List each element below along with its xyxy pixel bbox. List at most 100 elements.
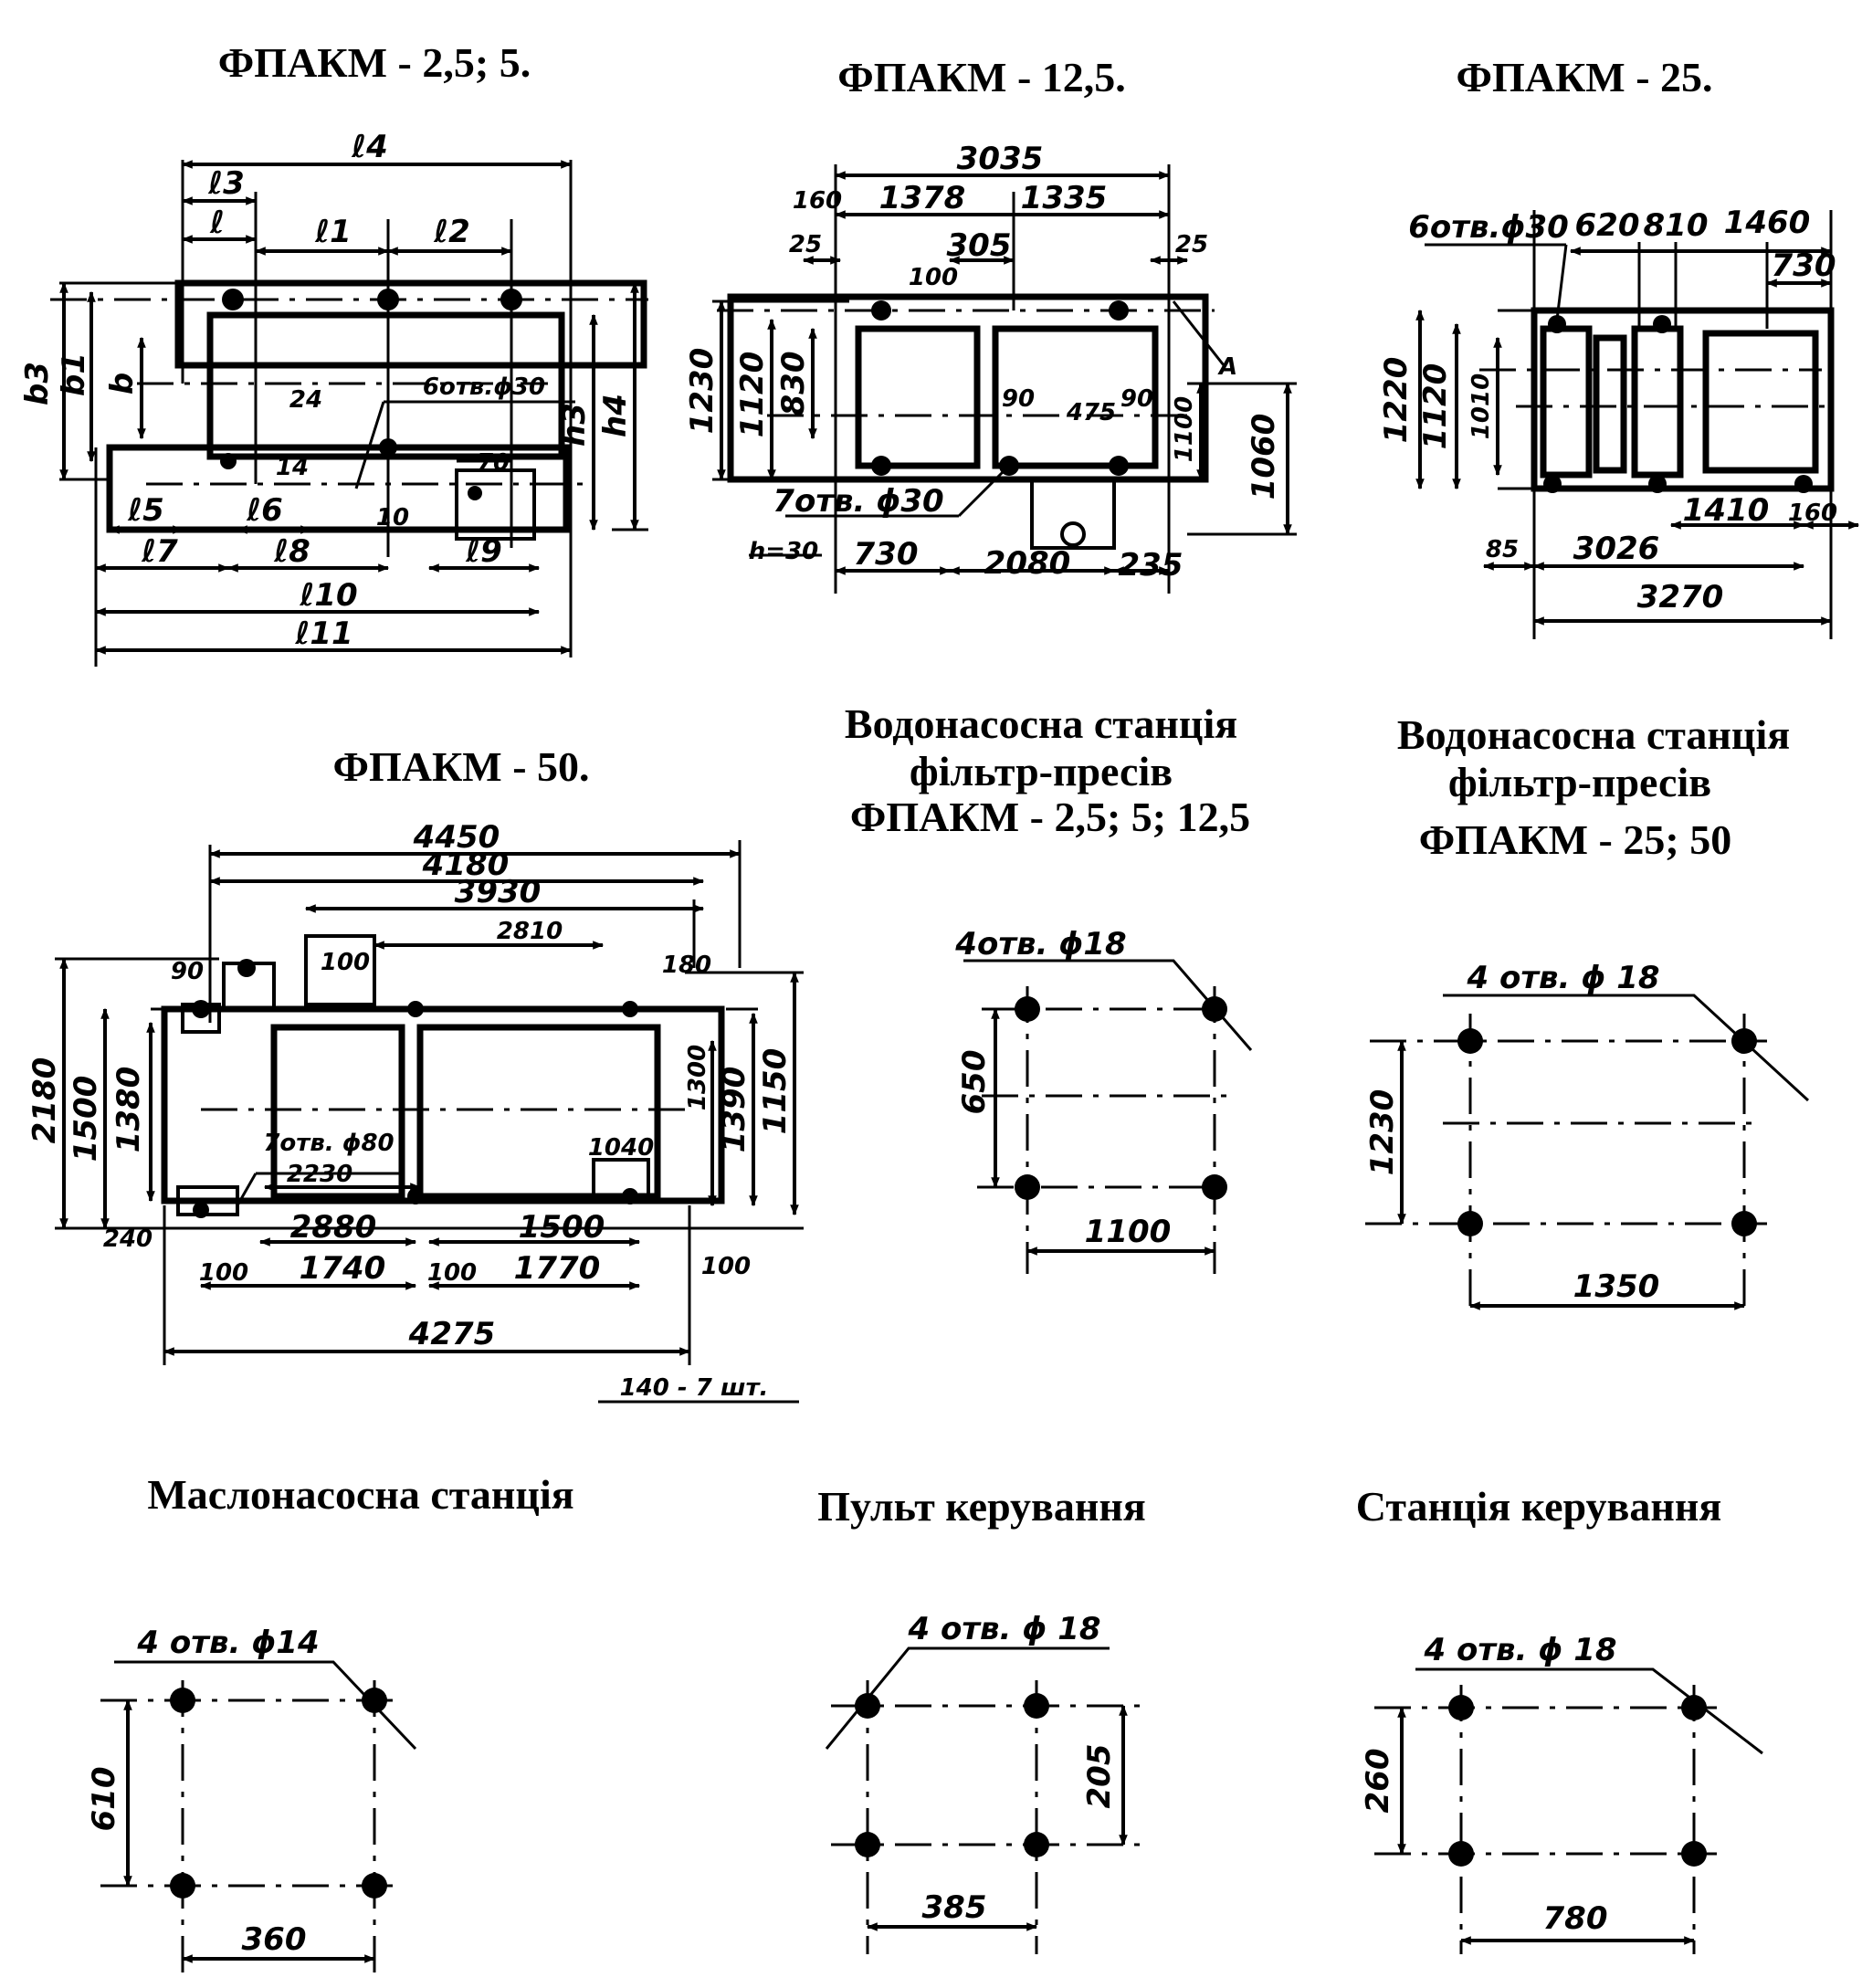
water-small-holes: 4отв. ϕ18 bbox=[954, 926, 1126, 962]
dim-160-25: 160 bbox=[1788, 500, 1837, 527]
dim-l: ℓ bbox=[209, 205, 225, 241]
dim-1100-12-5: 1100 bbox=[1171, 396, 1198, 462]
dim-25-left: 25 bbox=[789, 231, 822, 258]
title-fpakm-25: ФПАКМ - 25. bbox=[1456, 54, 1712, 100]
dim-l8: ℓ8 bbox=[273, 533, 310, 570]
fpakm-50-holes: 7отв. ϕ80 bbox=[263, 1130, 394, 1157]
dim-3930: 3930 bbox=[455, 874, 542, 910]
fpakm-2-5-holes: 6отв.ϕ30 bbox=[423, 373, 545, 401]
dim-4450: 4450 bbox=[413, 819, 500, 856]
drawing-fpakm-50 bbox=[55, 840, 804, 1404]
dim-730-12-5: 730 bbox=[854, 536, 919, 573]
dim-810: 810 bbox=[1644, 207, 1709, 244]
drawing-water-large bbox=[1365, 994, 1810, 1315]
dim-70: 70 bbox=[477, 449, 510, 477]
dim-l9: ℓ9 bbox=[465, 533, 502, 570]
water-large-width: 1350 bbox=[1573, 1268, 1660, 1305]
dim-a: А bbox=[1217, 353, 1237, 381]
drawing-fpakm-12-5 bbox=[712, 164, 1297, 594]
dim-1060: 1060 bbox=[1246, 414, 1282, 500]
dim-1460: 1460 bbox=[1724, 205, 1811, 241]
dim-240: 240 bbox=[103, 1225, 153, 1253]
dim-100-b: 100 bbox=[427, 1259, 477, 1287]
control-station-width: 780 bbox=[1543, 1900, 1608, 1937]
dim-305: 305 bbox=[947, 227, 1012, 264]
dim-b3: b3 bbox=[19, 362, 56, 405]
dim-25-right: 25 bbox=[1175, 231, 1208, 258]
control-station-holes: 4 отв. ϕ 18 bbox=[1423, 1632, 1616, 1668]
title-water-large-line2: фільтр-пресів bbox=[1448, 759, 1711, 805]
dim-90-50: 90 bbox=[171, 958, 204, 985]
title-control-station: Станція керування bbox=[1356, 1483, 1721, 1530]
title-fpakm-12-5: ФПАКМ - 12,5. bbox=[837, 54, 1126, 100]
drawing-oil-station bbox=[100, 1660, 417, 1977]
dim-90-right: 90 bbox=[1120, 385, 1153, 413]
title-water-small-line1: Водонасосна станція bbox=[845, 700, 1237, 747]
water-large-holes: 4 отв. ϕ 18 bbox=[1466, 960, 1659, 996]
dim-3270: 3270 bbox=[1637, 579, 1724, 615]
dim-100-a: 100 bbox=[199, 1259, 248, 1287]
dim-l2: ℓ2 bbox=[433, 214, 470, 250]
dim-1380: 1380 bbox=[110, 1067, 147, 1153]
dim-l11: ℓ11 bbox=[294, 615, 352, 652]
dim-1500-bottom: 1500 bbox=[519, 1209, 605, 1246]
drawing-fpakm-25 bbox=[1415, 210, 1860, 639]
title-water-small-line3: ФПАКМ - 2,5; 5; 12,5 bbox=[850, 794, 1250, 840]
dim-475: 475 bbox=[1066, 399, 1116, 426]
control-station-height: 260 bbox=[1360, 1749, 1396, 1814]
dim-2880: 2880 bbox=[290, 1209, 377, 1246]
dim-1040: 1040 bbox=[588, 1134, 654, 1162]
dim-1390: 1390 bbox=[716, 1067, 752, 1153]
title-water-large-line3: ФПАКМ - 25; 50 bbox=[1419, 816, 1731, 863]
dim-2080: 2080 bbox=[984, 545, 1071, 582]
dim-1120-12-5: 1120 bbox=[734, 352, 771, 438]
dim-1230-12-5: 1230 bbox=[684, 348, 721, 435]
dim-1150: 1150 bbox=[757, 1048, 794, 1135]
dim-100: 100 bbox=[909, 264, 958, 291]
oil-station-height: 610 bbox=[86, 1767, 122, 1832]
dim-1500: 1500 bbox=[68, 1076, 104, 1162]
fpakm-12-5-holes: 7отв. ϕ30 bbox=[773, 483, 943, 520]
dim-l4: ℓ4 bbox=[351, 129, 388, 165]
dim-100-c: 100 bbox=[701, 1253, 751, 1280]
dim-4180: 4180 bbox=[422, 847, 510, 883]
fpakm-50-note: 140 - 7 шт. bbox=[620, 1374, 769, 1402]
dim-1220: 1220 bbox=[1378, 357, 1415, 444]
dim-14: 14 bbox=[276, 454, 309, 481]
dim-l10: ℓ10 bbox=[299, 577, 357, 614]
fpakm-25-holes: 6отв.ϕ30 bbox=[1408, 209, 1569, 246]
dim-180: 180 bbox=[662, 952, 711, 979]
dim-2810: 2810 bbox=[497, 918, 563, 945]
dim-2230: 2230 bbox=[287, 1161, 352, 1188]
dim-730-25: 730 bbox=[1772, 247, 1836, 284]
drawing-fpakm-2-5 bbox=[50, 160, 648, 667]
dim-l5: ℓ5 bbox=[127, 492, 164, 529]
oil-station-holes: 4 отв. ϕ14 bbox=[136, 1625, 319, 1661]
dim-620: 620 bbox=[1575, 207, 1640, 244]
water-small-height: 650 bbox=[956, 1050, 993, 1115]
water-large-height: 1230 bbox=[1364, 1089, 1401, 1176]
title-water-small-line2: фільтр-пресів bbox=[910, 748, 1173, 794]
drawing-control-station bbox=[1374, 1667, 1763, 1954]
drawing-control-panel bbox=[825, 1646, 1146, 1954]
dim-830: 830 bbox=[775, 352, 812, 416]
dim-10: 10 bbox=[376, 504, 409, 531]
dim-1770: 1770 bbox=[514, 1250, 601, 1287]
dim-l1: ℓ1 bbox=[314, 214, 352, 250]
dim-2180: 2180 bbox=[26, 1057, 63, 1144]
dim-h3: h3 bbox=[556, 403, 593, 447]
dim-85: 85 bbox=[1486, 536, 1519, 563]
title-control-panel: Пульт керування bbox=[817, 1483, 1146, 1530]
control-panel-height: 205 bbox=[1081, 1744, 1118, 1809]
dim-1010: 1010 bbox=[1468, 373, 1495, 439]
dim-1120-25: 1120 bbox=[1417, 363, 1454, 450]
title-fpakm-2-5: ФПАКМ - 2,5; 5. bbox=[218, 39, 531, 86]
dim-b1: b1 bbox=[56, 352, 92, 396]
dim-1740: 1740 bbox=[300, 1250, 386, 1287]
dim-3026: 3026 bbox=[1573, 531, 1660, 567]
title-oil-station: Маслонасосна станція bbox=[147, 1471, 573, 1518]
dim-h30: h=30 bbox=[749, 538, 818, 565]
dim-1410: 1410 bbox=[1683, 492, 1770, 529]
title-fpakm-50: ФПАКМ - 50. bbox=[332, 743, 589, 790]
